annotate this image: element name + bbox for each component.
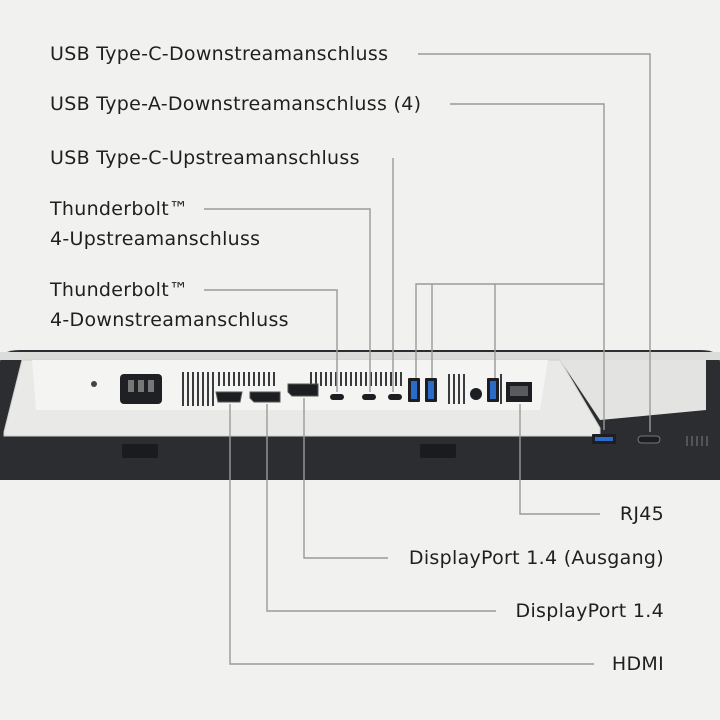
usb-a-ports	[408, 378, 499, 402]
label-thunderbolt-upstream-line1: Thunderbolt™	[50, 198, 189, 220]
screw-icon	[91, 381, 97, 387]
label-displayport: DisplayPort 1.4	[515, 600, 664, 622]
audio-jack-icon	[470, 388, 482, 400]
side-usb-a-port-icon	[592, 434, 616, 444]
side-usb-c-port-icon	[637, 435, 661, 444]
label-thunderbolt-downstream: Thunderbolt™ 4-Downstreamanschluss	[50, 275, 289, 335]
label-thunderbolt-upstream: Thunderbolt™ 4-Upstreamanschluss	[50, 194, 260, 254]
thunderbolt-up-port-icon	[362, 394, 376, 400]
rj45-port-icon	[506, 382, 532, 402]
displayport-icon	[249, 391, 281, 403]
vent-grill	[182, 372, 502, 406]
label-displayport-out: DisplayPort 1.4 (Ausgang)	[408, 547, 664, 569]
usb-c-up-port-icon	[388, 394, 402, 400]
side-vent	[686, 436, 708, 446]
power-socket-icon	[120, 374, 162, 404]
label-thunderbolt-upstream-line2: 4-Upstreamanschluss	[50, 228, 261, 250]
label-usb-a-downstream: USB Type-A-Downstreamanschluss (4)	[50, 93, 422, 115]
label-usb-c-upstream: USB Type-C-Upstreamanschluss	[50, 147, 360, 169]
label-usb-c-downstream: USB Type-C-Downstreamanschluss	[50, 43, 389, 65]
thunderbolt-down-port-icon	[330, 394, 344, 400]
label-rj45: RJ45	[619, 503, 664, 525]
label-hdmi: HDMI	[611, 653, 664, 675]
label-thunderbolt-downstream-line2: 4-Downstreamanschluss	[50, 309, 289, 331]
monitor-body	[0, 350, 720, 480]
leader-lines	[204, 53, 651, 665]
displayport-out-icon	[287, 383, 319, 397]
hdmi-port-icon	[215, 391, 243, 403]
label-thunderbolt-downstream-line1: Thunderbolt™	[50, 279, 189, 301]
